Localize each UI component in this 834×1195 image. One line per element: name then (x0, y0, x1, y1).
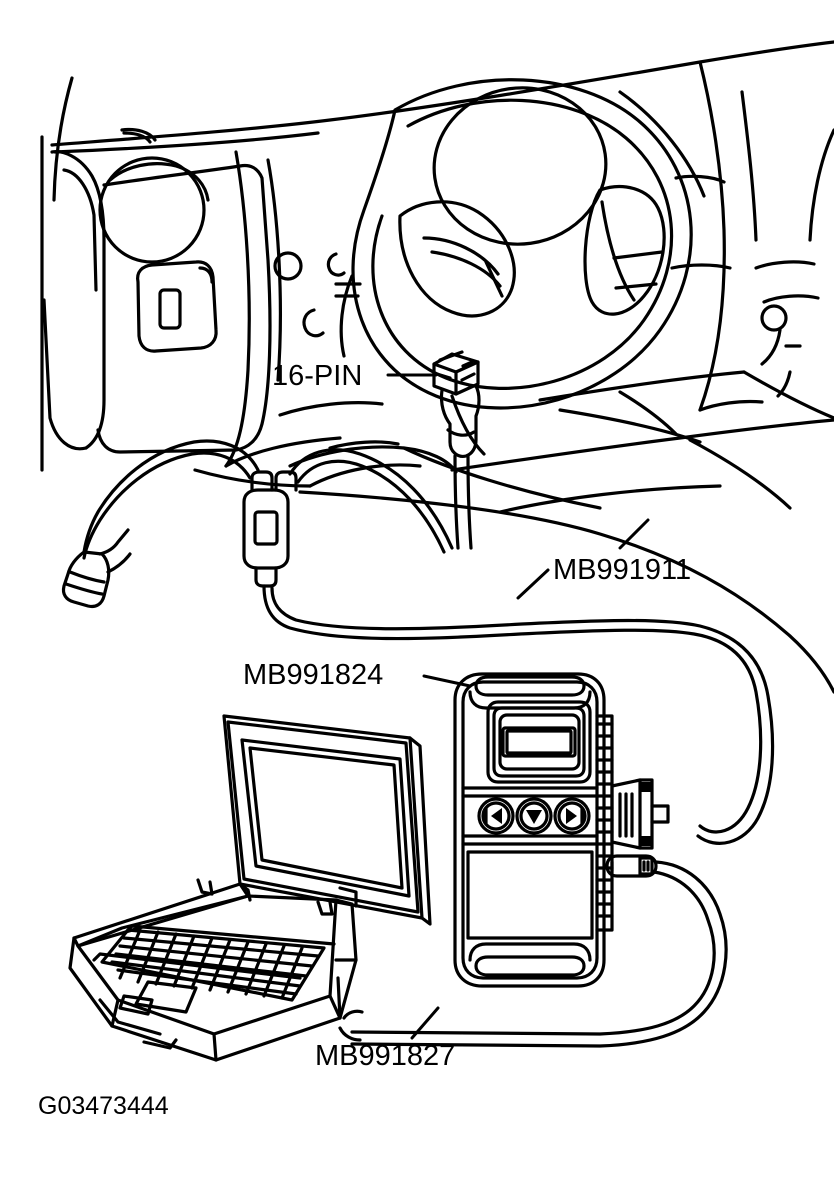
leader-mb991824 (422, 674, 472, 688)
main-harness-cable (262, 584, 775, 845)
leader-mb991827 (410, 1006, 440, 1040)
lower-serial-port (605, 854, 658, 878)
button-left-arrow[interactable] (477, 797, 515, 835)
laptop-interface-cable (350, 860, 728, 1048)
figure-id-code: G03473444 (38, 1092, 169, 1120)
label-16-pin: 16-PIN (272, 360, 363, 392)
data-link-connector (432, 350, 481, 550)
button-down-arrow[interactable] (515, 797, 553, 835)
label-mb991824: MB991824 (243, 659, 384, 691)
steering-wheel (339, 78, 693, 456)
lcd-screen (501, 726, 577, 758)
leader-mb991911-cable (516, 568, 550, 600)
scan-tool (453, 672, 670, 988)
laptop-computer (68, 714, 432, 1062)
leader-lines (386, 373, 650, 1040)
vehicle-dashboard (40, 40, 834, 694)
cable-junction-box (82, 439, 454, 588)
leader-mb991911-top (618, 518, 650, 550)
button-right-arrow[interactable] (553, 797, 591, 835)
upper-d-sub-port (610, 778, 670, 850)
label-mb991827: MB991827 (315, 1040, 456, 1072)
label-mb991911: MB991911 (553, 554, 692, 586)
free-cable-connector (61, 528, 132, 609)
